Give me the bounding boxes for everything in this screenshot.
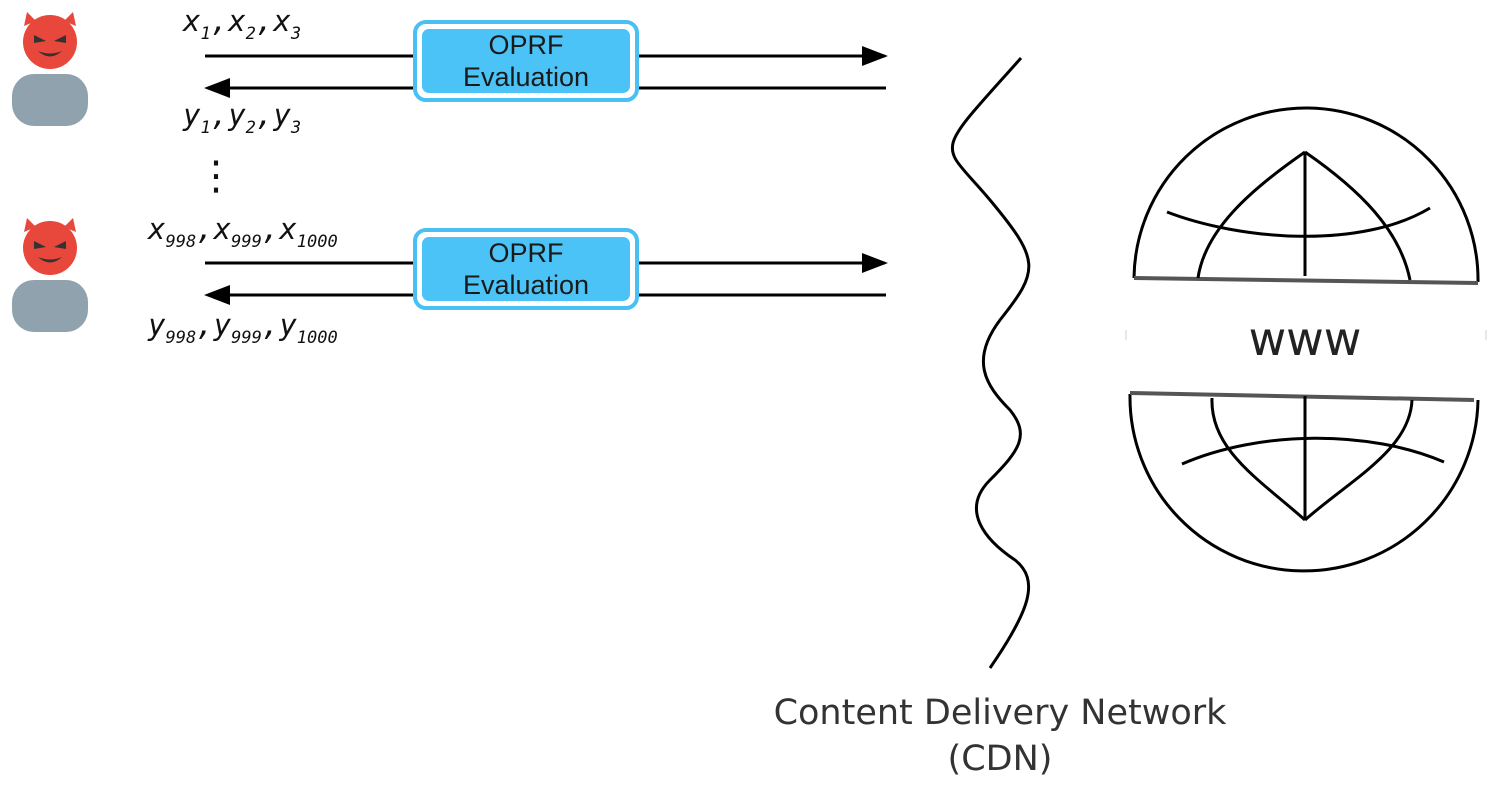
inputs-1: x1,x2,x3	[183, 4, 302, 44]
oprf-label-line2: Evaluation	[462, 270, 590, 300]
response-arrowhead-1	[204, 78, 230, 98]
response-arrowhead-2	[204, 285, 230, 305]
outputs-1: y1,y2,y3	[183, 98, 302, 138]
outputs-2: y998,y999,y1000	[148, 308, 338, 348]
inputs-2: x998,x999,x1000	[148, 212, 338, 252]
request-arrowhead-2	[862, 253, 888, 273]
devil-face-icon	[12, 218, 88, 332]
vertical-ellipsis: ⋮	[196, 153, 236, 199]
globe-label: www	[1248, 312, 1362, 366]
oprf-label-line1: OPRF	[488, 30, 564, 60]
oprf-label-line1: OPRF	[488, 238, 564, 268]
cdn-label-line2: (CDN)	[947, 739, 1053, 779]
oprf-label-line2: Evaluation	[462, 62, 590, 92]
oprf-evaluation-box-1: OPRF Evaluation	[413, 20, 639, 102]
client-avatar-1	[10, 12, 90, 127]
client-avatar-2	[10, 218, 90, 333]
cdn-label-line1: Content Delivery Network	[773, 693, 1227, 733]
cdn-boundary-line	[950, 57, 1031, 669]
devil-face-icon	[12, 12, 88, 126]
globe-icon	[1128, 106, 1480, 573]
oprf-evaluation-box-2: OPRF Evaluation	[413, 228, 639, 310]
request-arrowhead-1	[862, 46, 888, 66]
cdn-label: Content Delivery Network (CDN)	[700, 690, 1300, 782]
